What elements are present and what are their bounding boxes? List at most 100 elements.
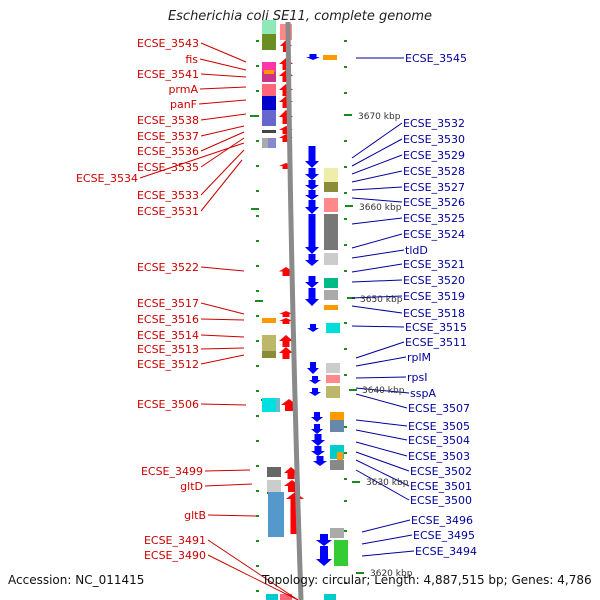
- leader-line: [351, 249, 405, 259]
- scale-tick: [344, 66, 347, 68]
- leader-line: [200, 149, 245, 196]
- map-title: Escherichia coli SE11, complete genome: [167, 9, 433, 24]
- topology-text: Topology: circular; Length: 4,887,515 bp…: [262, 573, 592, 587]
- reverse-gene-arrow: [311, 434, 325, 446]
- genome-backbone: [285, 21, 304, 600]
- leader-line: [200, 334, 245, 338]
- leader-line: [200, 73, 247, 78]
- scale-major-tick: [250, 115, 258, 117]
- gene-label: ECSE_3525: [403, 212, 465, 225]
- leader-line: [351, 197, 403, 203]
- reverse-gene-arrow: [305, 214, 319, 254]
- feature-box: [324, 182, 338, 192]
- gene-label: ECSE_3538: [137, 114, 199, 127]
- reverse-gene-arrow: [309, 376, 321, 384]
- leader-line: [207, 514, 257, 517]
- gene-label: ECSE_3517: [137, 297, 199, 310]
- leader-line: [198, 99, 247, 105]
- leader-line: [200, 354, 245, 365]
- gene-boxes: [262, 20, 348, 600]
- scale-tick: [344, 582, 347, 584]
- scale-tick: [344, 270, 347, 272]
- scale-tick: [256, 65, 259, 67]
- forward-gene-arrow: [279, 318, 293, 324]
- leader-line: [200, 125, 245, 137]
- forward-gene-arrow: [286, 492, 304, 534]
- scale-tick: [256, 390, 259, 392]
- scale-tick: [256, 465, 259, 467]
- leader-line: [204, 469, 251, 472]
- gene-label: ECSE_3519: [403, 290, 465, 303]
- leader-line: [351, 170, 403, 183]
- leader-line: [355, 419, 408, 427]
- gene-labels: ECSE_3543fisECSE_3541prmApanFECSE_3538EC…: [76, 37, 477, 562]
- gene-label: ECSE_3506: [137, 398, 199, 411]
- feature-box: [262, 34, 276, 50]
- gene-label: ECSE_3505: [408, 420, 470, 433]
- accession-text: Accession: NC_011415: [8, 573, 145, 587]
- feature-box: [266, 594, 278, 600]
- gene-label: ECSE_3526: [403, 196, 465, 209]
- gene-label: ECSE_3521: [403, 258, 465, 271]
- feature-box: [264, 70, 274, 74]
- leader-line: [351, 233, 403, 249]
- scale-major-tick: [356, 572, 364, 574]
- gene-label: ECSE_3534: [76, 172, 138, 185]
- leader-line: [200, 137, 245, 168]
- leader-line: [200, 42, 247, 63]
- gene-label: rpsI: [407, 371, 427, 384]
- reverse-gene-arrow: [305, 200, 319, 214]
- reverse-gene-arrow: [305, 190, 319, 200]
- scale-tick: [256, 490, 259, 492]
- leader-line: [355, 429, 408, 441]
- gene-label: panF: [170, 98, 197, 111]
- leader-line: [199, 86, 247, 90]
- gene-label: ECSE_3524: [403, 228, 465, 241]
- leader-line: [355, 376, 407, 379]
- leader-line: [351, 154, 403, 175]
- scale-tick: [344, 166, 347, 168]
- feature-box: [262, 110, 276, 126]
- leader-line: [355, 451, 410, 472]
- scale-tick: [344, 452, 347, 454]
- gene-label: ECSE_3490: [144, 549, 206, 562]
- reverse-gene-arrow: [313, 456, 327, 466]
- leader-line: [355, 356, 407, 367]
- feature-box: [324, 198, 338, 212]
- scale-ticks: [250, 40, 364, 592]
- scale-tick: [256, 315, 259, 317]
- scale-tick: [344, 218, 347, 220]
- reverse-gene-arrow: [311, 446, 325, 456]
- scale-major-tick: [347, 297, 355, 299]
- scale-tick: [256, 40, 259, 42]
- scale-tick: [344, 374, 347, 376]
- leader-line: [355, 441, 408, 457]
- scale-tick: [256, 290, 259, 292]
- gene-label: ECSE_3511: [405, 336, 467, 349]
- gene-label: ECSE_3541: [137, 68, 199, 81]
- gene-label: ECSE_3494: [415, 545, 477, 558]
- scale-label: 3630 kbp: [366, 478, 409, 488]
- feature-box: [262, 62, 276, 72]
- leader-line: [200, 113, 247, 121]
- reverse-gene-arrow: [305, 180, 319, 190]
- leader-line: [361, 550, 415, 557]
- gene-label: fis: [185, 53, 198, 66]
- gene-label: ECSE_3507: [408, 402, 470, 415]
- leader-line: [204, 483, 253, 487]
- scale-label: 3650 kbp: [360, 295, 403, 305]
- gene-label: ECSE_3529: [403, 149, 465, 162]
- gene-label: prmA: [168, 83, 198, 96]
- leader-line: [355, 341, 405, 359]
- scale-tick: [256, 365, 259, 367]
- leader-line: [351, 295, 403, 299]
- scale-tick: [256, 440, 259, 442]
- scale-label: 3660 kbp: [359, 203, 402, 213]
- scale-tick: [344, 478, 347, 480]
- leader-line: [355, 469, 410, 501]
- feature-box: [324, 214, 338, 250]
- reverse-gene-arrow: [305, 276, 319, 288]
- feature-box: [337, 452, 343, 460]
- leader-line: [200, 159, 243, 212]
- feature-box: [262, 130, 276, 133]
